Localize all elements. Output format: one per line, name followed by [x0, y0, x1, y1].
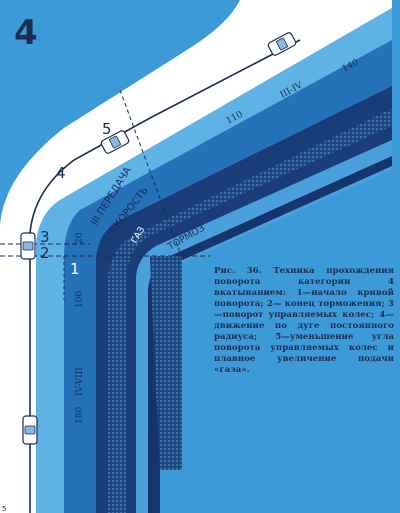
inner-dark-block [148, 156, 392, 513]
figure-number: 4 [14, 13, 38, 53]
car-icon [100, 130, 130, 154]
inner-field [136, 140, 392, 513]
dotted-track [108, 108, 392, 513]
scale-20: 20 [75, 232, 85, 244]
point-label-3: 3 [40, 228, 50, 246]
scale-100: 100 [75, 291, 85, 308]
point-label-5: 5 [102, 120, 112, 138]
inner-lane-band [36, 8, 392, 513]
car-icon [267, 32, 297, 56]
car-icon [20, 232, 36, 260]
tire-marks-block [150, 256, 182, 470]
scale-180: 180 [75, 407, 85, 424]
point-label-4: 4 [56, 164, 66, 182]
figure-caption: Рис. 36. Техника прохождения поворота ка… [214, 266, 394, 375]
scale-gears-high: IV-VIII [75, 367, 85, 396]
car-icon [22, 415, 38, 445]
point-label-2: 2 [40, 244, 50, 262]
point-label-1: 1 [70, 260, 80, 278]
road-blue [64, 40, 392, 513]
guide-diagonal [119, 89, 183, 259]
page-corner-mark: 5 [2, 505, 6, 513]
